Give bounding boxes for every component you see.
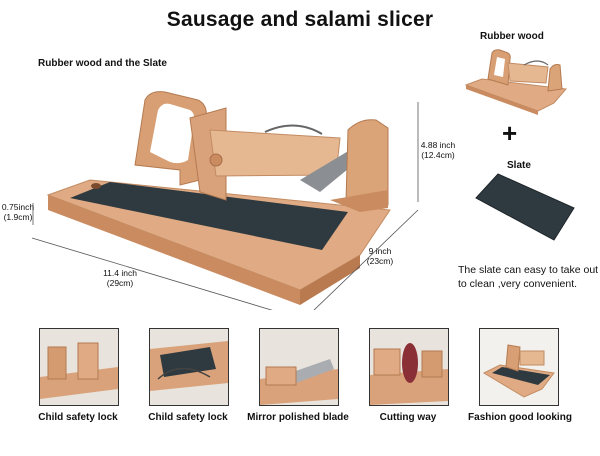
slicer-main-image — [31, 91, 419, 310]
height-in: 4.88 inch — [420, 140, 456, 150]
feature-thumb-1 — [39, 328, 119, 406]
wood-frame-image — [464, 49, 567, 115]
thickness-cm: (1.9cm) — [3, 212, 33, 222]
feature-caption-4: Cutting way — [379, 412, 437, 423]
length-dimension: 11.4 inch (29cm) — [90, 268, 150, 288]
feature-thumb-5 — [479, 328, 559, 406]
thickness-dimension: 0.75inch (1.9cm) — [0, 202, 36, 222]
slate-image — [475, 173, 575, 241]
feature-thumb-4 — [369, 328, 449, 406]
page-title: Sausage and salami slicer — [166, 8, 434, 31]
height-cm: (12.4cm) — [421, 150, 455, 160]
plus-sign: + — [502, 118, 518, 148]
rubber-wood-label: Rubber wood — [480, 31, 544, 42]
feature-caption-5: Fashion good looking — [468, 412, 572, 423]
length-cm: (29cm) — [106, 278, 134, 288]
feature-caption-1: Child safety lock — [38, 412, 118, 423]
feature-caption-2: Child safety lock — [148, 412, 228, 423]
slate-label: Slate — [507, 160, 531, 171]
depth-in: 9 inch — [368, 246, 392, 256]
feature-thumb-3 — [259, 328, 339, 406]
height-dimension: 4.88 inch (12.4cm) — [408, 140, 468, 160]
length-in: 11.4 inch — [103, 268, 137, 278]
depth-cm: (23cm) — [366, 256, 394, 266]
thickness-in: 0.75inch — [1, 202, 35, 212]
feature-thumb-2 — [149, 328, 229, 406]
feature-caption-3: Mirror polished blade — [247, 412, 349, 423]
slate-note: The slate can easy to take out to clean … — [458, 264, 599, 290]
product-subtitle: Rubber wood and the Slate — [38, 58, 167, 69]
depth-dimension: 9 inch (23cm) — [360, 246, 400, 266]
